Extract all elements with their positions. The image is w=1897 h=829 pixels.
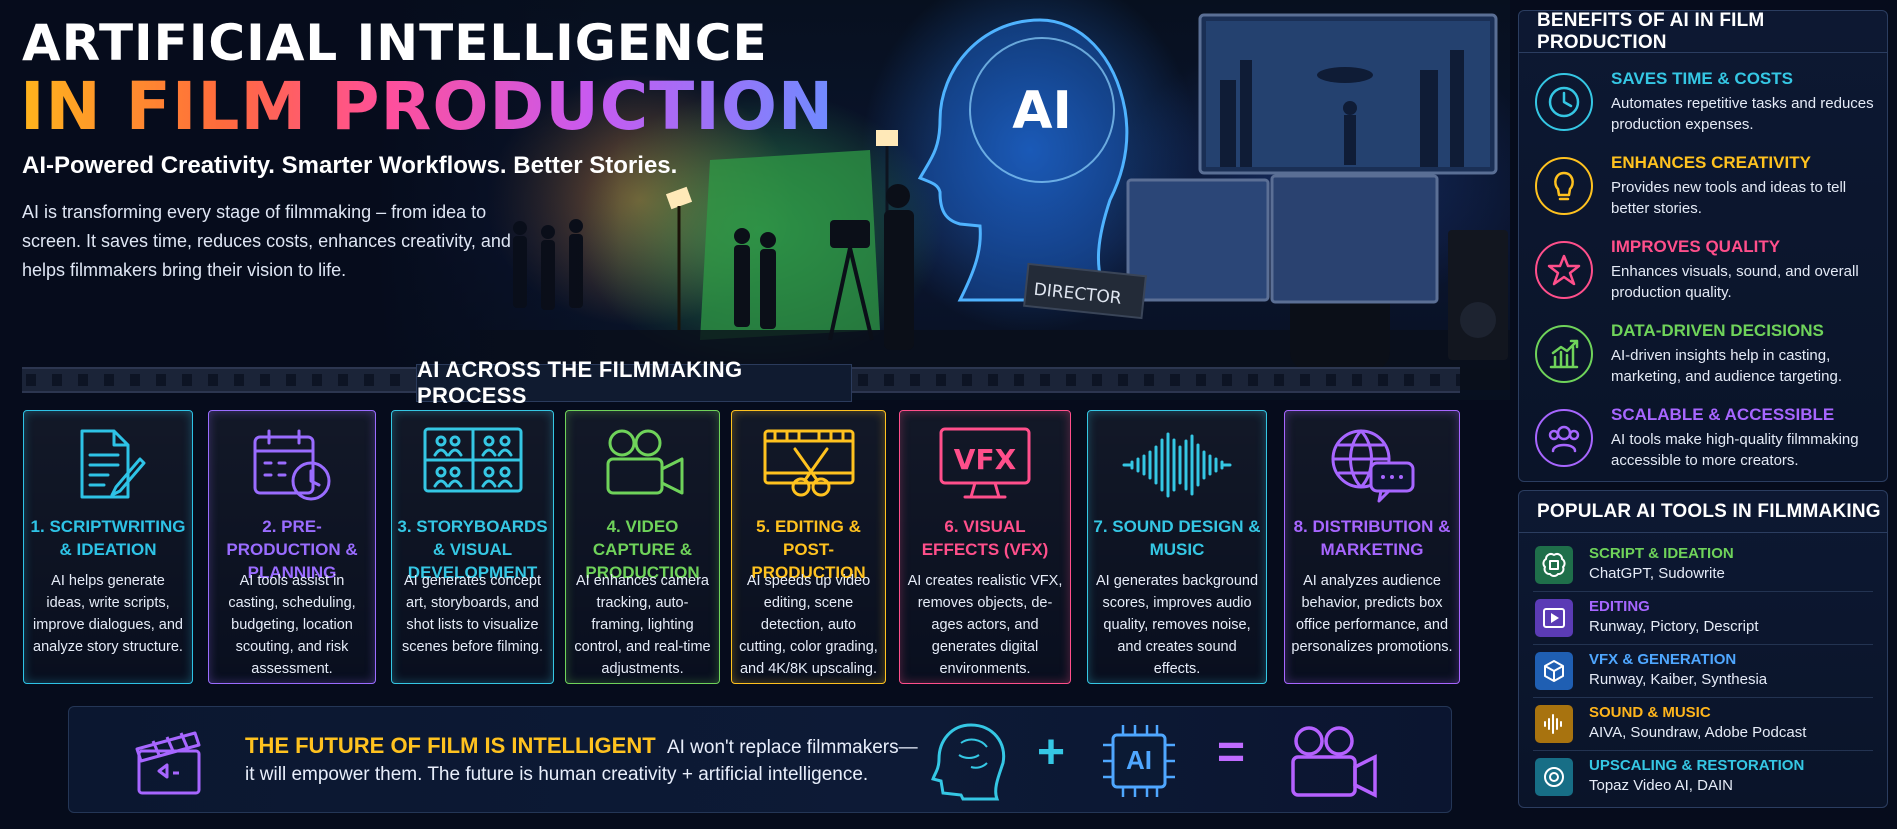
process-card-title: 6. VISUAL EFFECTS (VFX) (921, 517, 1049, 559)
benefit-title: DATA-DRIVEN DECISIONS (1611, 321, 1824, 340)
sound-wave-icon (1088, 425, 1266, 501)
process-heading: AI ACROSS THE FILMMAKING PROCESS (416, 357, 852, 408)
star-icon (1535, 241, 1593, 299)
page-title-line1: ARTIFICIAL INTELLIGENCE (22, 14, 768, 72)
process-card-title: 5. EDITING & POST-PRODUCTION (751, 517, 866, 582)
ai-head-graphic: AI (917, 18, 1129, 302)
process-card-title: 2. PRE-PRODUCTION & PLANNING (226, 517, 358, 582)
clock-icon (1535, 73, 1593, 131)
tool-names: Topaz Video AI, DAIN (1589, 777, 1733, 794)
process-card-description: AI enhances camera tracking, auto-framin… (574, 573, 711, 677)
process-card-title: 7. SOUND DESIGN & MUSIC (1093, 517, 1261, 559)
movie-camera-icon (1291, 726, 1377, 798)
future-banner: THE FUTURE OF FILM IS INTELLIGENT AI won… (68, 706, 1452, 813)
benefit-title: SAVES TIME & COSTS (1611, 69, 1793, 88)
document-pen-icon (24, 425, 192, 501)
tool-names: AIVA, Soundraw, Adobe Podcast (1589, 724, 1807, 741)
cube-icon (1535, 652, 1573, 690)
plus-sign: + (1037, 726, 1066, 779)
process-card: 1. SCRIPTWRITING & IDEATION AI helps gene… (23, 410, 193, 684)
tool-category: EDITING (1589, 598, 1650, 615)
process-card-description: AI tools assist in casting, scheduling, … (228, 573, 356, 677)
benefits-panel: BENEFITS OF AI IN FILM PRODUCTION SAVES … (1518, 10, 1888, 482)
intro-paragraph: AI is transforming every stage of filmma… (22, 202, 511, 280)
globe-chat-icon (1285, 425, 1459, 503)
play-icon (1535, 599, 1573, 637)
process-card-title: 8. DISTRIBUTION & MARKETING (1293, 517, 1451, 559)
process-card-description: AI analyzes audience behavior, predicts … (1291, 573, 1453, 655)
vfx-icon-text: VFX (954, 443, 1017, 476)
benefit-item: SAVES TIME & COSTS Automates repetitive t… (1519, 69, 1887, 149)
restore-icon (1535, 758, 1573, 796)
ai-chip-icon: AI (1101, 723, 1177, 799)
process-card: 7. SOUND DESIGN & MUSIC AI generates back… (1087, 410, 1267, 684)
process-card-description: AI creates realistic VFX, removes object… (907, 573, 1063, 677)
process-card-title: 1. SCRIPTWRITING & IDEATION (30, 517, 186, 559)
tool-category: SOUND & MUSIC (1589, 704, 1711, 721)
benefits-title: BENEFITS OF AI IN FILM PRODUCTION (1519, 10, 1887, 53)
equals-sign: = (1217, 726, 1246, 779)
future-text-line2: it will empower them. The future is huma… (245, 764, 869, 785)
tool-category: VFX & GENERATION (1589, 651, 1737, 668)
future-headline: THE FUTURE OF FILM IS INTELLIGENT (245, 733, 656, 758)
tool-names: Runway, Pictory, Descript (1589, 618, 1759, 635)
chatgpt-logo-icon (1535, 546, 1573, 584)
people-icon (1535, 409, 1593, 467)
benefit-title: ENHANCES CREATIVITY (1611, 153, 1811, 172)
tool-item: VFX & GENERATION Runway, Kaiber, Synthesi… (1533, 645, 1873, 698)
process-card: VFX 6. VISUAL EFFECTS (VFX) AI creates rea… (899, 410, 1071, 684)
hero-text-backdrop (0, 0, 620, 400)
vfx-monitor-icon: VFX (900, 425, 1070, 501)
process-card: 8. DISTRIBUTION & MARKETING AI analyzes a… (1284, 410, 1460, 684)
chart-icon (1535, 325, 1593, 383)
lightbulb-icon (1535, 157, 1593, 215)
calendar-clock-icon (209, 425, 375, 501)
future-text-line1: AI won't replace filmmakers— (666, 737, 918, 758)
benefit-description: AI-driven insights help in casting, mark… (1611, 347, 1842, 385)
benefit-item: DATA-DRIVEN DECISIONS AI-driven insights … (1519, 321, 1887, 401)
process-card-description: AI generates background scores, improves… (1095, 573, 1259, 677)
process-card-description: AI speeds up video editing, scene detect… (739, 573, 878, 677)
waveform-icon (1535, 705, 1573, 743)
human-head-icon (931, 723, 1006, 801)
process-card-description: AI generates concept art, storyboards, a… (401, 573, 544, 655)
tool-item: SCRIPT & IDEATION ChatGPT, Sudowrite (1533, 539, 1873, 592)
benefit-description: Provides new tools and ideas to tell bet… (1611, 179, 1847, 217)
tools-title: POPULAR AI TOOLS IN FILMMAKING (1519, 491, 1887, 533)
film-scissors-icon (732, 425, 885, 501)
tool-item: EDITING Runway, Pictory, Descript (1533, 592, 1873, 645)
benefit-description: Automates repetitive tasks and reduces p… (1611, 95, 1874, 133)
ai-chip-label: AI (1126, 745, 1152, 775)
tools-panel: POPULAR AI TOOLS IN FILMMAKING SCRIPT & … (1518, 490, 1888, 808)
storyboard-icon (392, 425, 553, 501)
process-card-title: 3. STORYBOARDS & VISUAL DEVELOPMENT (397, 517, 548, 582)
benefit-description: Enhances visuals, sound, and overall pro… (1611, 263, 1859, 301)
benefit-item: IMPROVES QUALITY Enhances visuals, sound,… (1519, 237, 1887, 317)
benefit-title: IMPROVES QUALITY (1611, 237, 1781, 256)
page-title-line2: IN FILM PRODUCTION (20, 68, 835, 145)
clapperboard-icon (135, 731, 201, 795)
tool-category: UPSCALING & RESTORATION (1589, 757, 1805, 774)
ai-head-label: AI (1012, 81, 1072, 141)
benefit-item: ENHANCES CREATIVITY Provides new tools an… (1519, 153, 1887, 233)
tagline: AI-Powered Creativity. Smarter Workflows… (22, 152, 678, 179)
benefit-title: SCALABLE & ACCESSIBLE (1611, 405, 1835, 424)
benefit-item: SCALABLE & ACCESSIBLE AI tools make high-… (1519, 405, 1887, 485)
tool-names: ChatGPT, Sudowrite (1589, 565, 1725, 582)
tool-item: SOUND & MUSIC AIVA, Soundraw, Adobe Podca… (1533, 698, 1873, 751)
process-card-description: AI helps generate ideas, write scripts, … (33, 573, 183, 655)
tool-names: Runway, Kaiber, Synthesia (1589, 671, 1768, 688)
benefit-description: AI tools make high-quality filmmaking ac… (1611, 431, 1859, 469)
process-card-title: 4. VIDEO CAPTURE & PRODUCTION (585, 517, 700, 582)
video-camera-icon (566, 425, 719, 501)
tool-category: SCRIPT & IDEATION (1589, 545, 1734, 562)
tool-item: UPSCALING & RESTORATION Topaz Video AI, D… (1533, 751, 1873, 804)
